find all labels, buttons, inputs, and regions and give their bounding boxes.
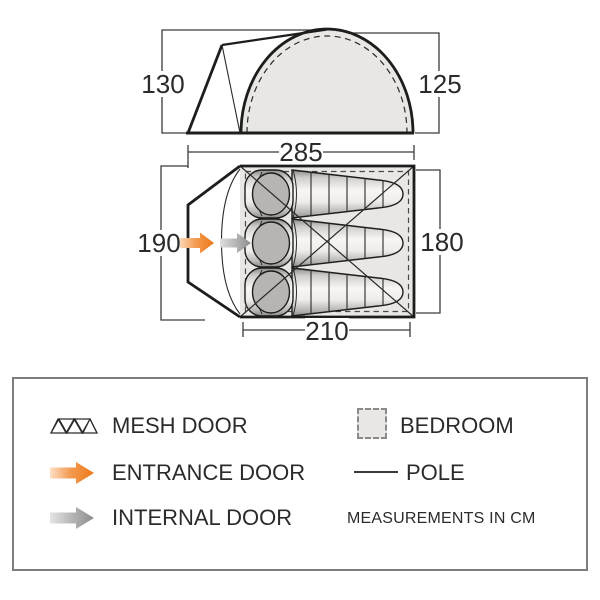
pole-icon (354, 471, 398, 473)
dim-rear-height: 125 (418, 69, 461, 99)
internal-door-arrow (220, 233, 251, 253)
label-mask (421, 229, 463, 255)
bedroom-icon (357, 408, 387, 439)
dome-fill (241, 29, 413, 133)
dim-bedroom-length: 210 (305, 316, 348, 346)
internal-door-icon (50, 506, 94, 535)
mesh-door-seams (220, 168, 241, 315)
dome-inner-dashed (246, 35, 408, 134)
porch-front-slope (186, 44, 224, 134)
label-mask (419, 71, 461, 97)
legend-box: MESH DOOR ENTRANCE DOOR (12, 377, 588, 571)
porch-seam (221, 44, 241, 134)
label-mask (143, 71, 183, 97)
label-mask (279, 139, 323, 165)
dome-outline (239, 27, 415, 134)
bedroom-label: BEDROOM (400, 413, 514, 438)
dim-bedroom-width: 180 (420, 227, 463, 257)
dim-length: 285 (279, 137, 322, 167)
dim-front-height: 130 (141, 69, 184, 99)
entrance-door-icon (50, 461, 94, 490)
internal-door-label: INTERNAL DOOR (112, 505, 293, 530)
entrance-door-arrow (180, 232, 214, 254)
dim-porch-width: 190 (137, 228, 180, 258)
ridge-line (221, 28, 328, 47)
tent-diagram: 130 125 285 190 (137, 27, 464, 346)
measurements-note: MEASUREMENTS IN CM (347, 510, 536, 527)
mesh-door-icon (49, 417, 99, 439)
side-view: 130 125 285 (141, 27, 462, 168)
pole-lines (239, 165, 415, 318)
pole-label: POLE (406, 460, 465, 485)
mesh-door-label: MESH DOOR (112, 413, 248, 438)
entrance-door-label: ENTRANCE DOOR (112, 460, 306, 485)
floor-plan: 190 180 210 (137, 164, 464, 346)
label-mask (139, 230, 179, 256)
bedroom-border (240, 164, 416, 319)
label-mask (305, 318, 349, 344)
